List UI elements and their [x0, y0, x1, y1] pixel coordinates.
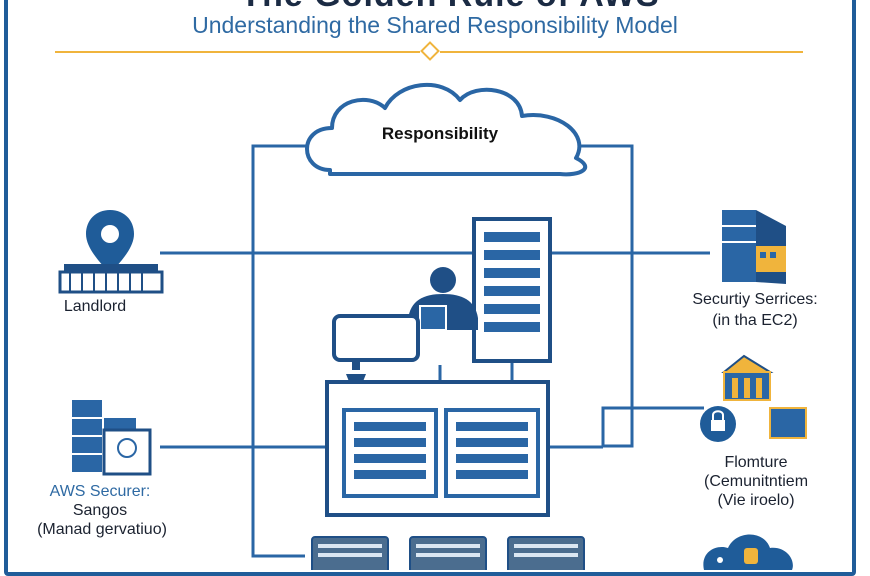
building-icon: [58, 264, 164, 294]
bottom-server-units: [311, 536, 585, 570]
person-icon: [408, 267, 478, 331]
furniture-building-icon: [721, 354, 807, 439]
vie-iroelo-label: (Vie iroelo): [717, 492, 795, 509]
ec2-label: (in tha EC2): [712, 312, 798, 329]
connector-lines: [160, 144, 710, 558]
furniture-label: Flomture: [724, 454, 788, 471]
lock-icon: [700, 406, 736, 442]
page-subtitle: Understanding the Shared Responsibility …: [192, 12, 678, 38]
cloud-label: Responsibility: [381, 124, 499, 143]
server-rack-icon: [472, 217, 552, 363]
cloud-shape: [305, 82, 587, 177]
security-services-label: Securtiy Serrices:: [692, 291, 818, 308]
managed-services-label: (Manad gervatiuo): [37, 521, 167, 538]
landlord-label: Landlord: [63, 298, 127, 315]
page-title: The Golden Rule of AWS: [240, 0, 660, 15]
title-divider: [55, 41, 803, 61]
map-pin-icon: [86, 210, 134, 274]
communication-label: (Cemunitntiem: [703, 473, 809, 490]
aws-server-stack-icon: [72, 400, 152, 476]
sangos-label: Sangos: [72, 502, 128, 519]
monitor-icon: [332, 314, 420, 398]
aws-securer-label: AWS Securer:: [49, 483, 151, 500]
data-center-box: [325, 380, 550, 517]
database-cloud-icon: [703, 534, 793, 570]
security-building-icon: [722, 210, 786, 284]
